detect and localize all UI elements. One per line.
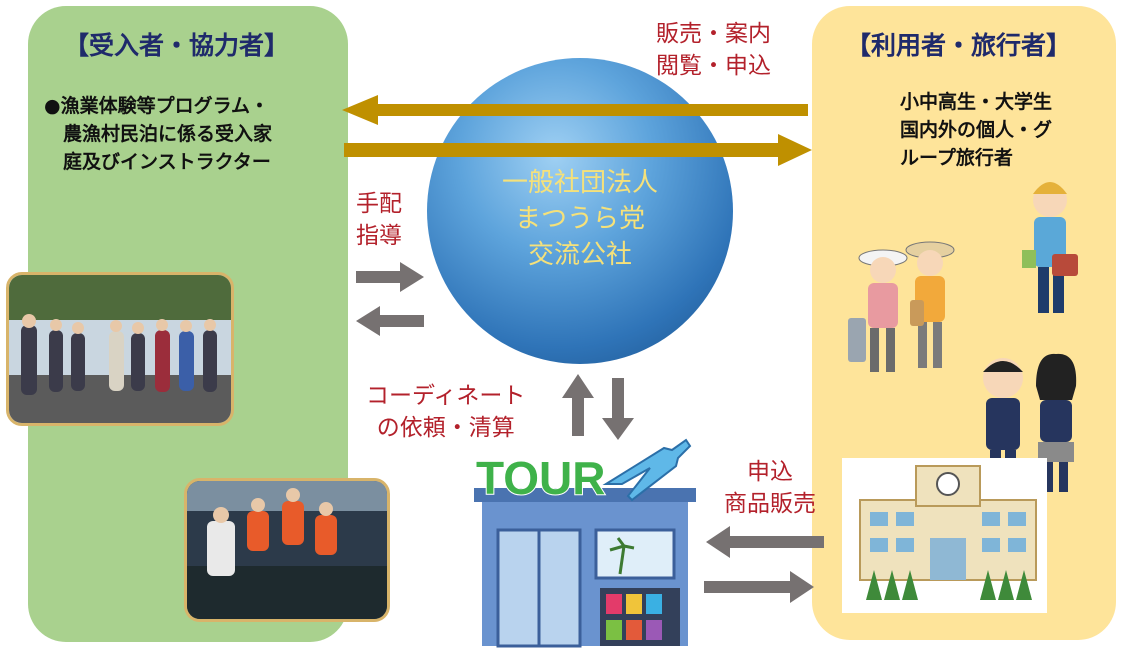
organization-name: 一般社団法人 まつうら党 交流公社 (501, 168, 658, 270)
application-sales-label: 申込 商品販売 (724, 459, 816, 517)
host-description: ●漁業体験等プログラム・ 農漁村民泊に係る受入家 庭及びインストラクター (44, 95, 273, 173)
tourists-illustration (848, 241, 955, 372)
group-photo (6, 272, 234, 426)
gray-arrow-down (602, 378, 634, 440)
sales-info-label: 販売・案内 閲覧・申込 (656, 21, 771, 79)
school-building-illustration (842, 458, 1047, 613)
gray-arrow-to-center (356, 262, 424, 292)
traveler-title: 【利用者・旅行者】 (846, 31, 1072, 60)
gold-arrow-right (344, 134, 812, 166)
host-title: 【受入者・協力者】 (64, 31, 290, 60)
coordination-label: コーディネート の依頼・清算 (366, 383, 526, 441)
arrangement-guidance-label: 手配 指導 (356, 191, 402, 249)
travel-agency-icon (474, 488, 696, 648)
airplane-icon (602, 438, 692, 502)
gray-arrow-to-agency (706, 526, 824, 558)
gray-arrow-up (562, 374, 594, 436)
gray-arrow-to-school (704, 571, 814, 603)
gold-arrow-left (342, 95, 808, 125)
tour-sign: TOUR (476, 452, 606, 504)
fishing-photo (184, 478, 390, 622)
traveler-description: 小中高生・大学生 国内外の個人・グ ループ旅行者 (900, 91, 1053, 169)
gray-arrow-to-host (356, 306, 424, 336)
student-illustration (1022, 182, 1078, 313)
